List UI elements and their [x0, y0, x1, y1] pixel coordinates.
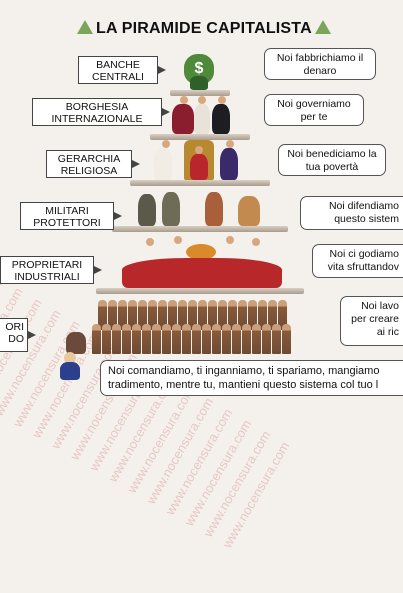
- tier-label-military: MILITARI PROTETTORI: [20, 202, 122, 230]
- bubble-text: Noi ci godiamo vita sfruttandov: [327, 248, 399, 273]
- bottom-speech-bubble: [100, 360, 403, 396]
- bottom-caption: Noi comandiamo, ti inganniamo, ti sparia…: [108, 364, 403, 392]
- tier-shelf: [112, 226, 288, 232]
- figure-head: [162, 140, 170, 148]
- figure-head: [64, 352, 76, 364]
- figure-head: [226, 236, 234, 244]
- tier-shelf: [130, 180, 270, 186]
- pope-figure: [190, 154, 208, 180]
- tier-label-text: GERARCHIA RELIGIOSA: [57, 153, 121, 177]
- tier-label-text: PROPRIETARI INDUSTRIALI: [11, 259, 83, 283]
- bubble-text: Noi lavo per creare ai ric: [351, 300, 399, 338]
- soldier-figure: [238, 196, 260, 226]
- figure-head: [226, 140, 234, 148]
- figure-head: [252, 238, 260, 246]
- uncle-sam-figure: [60, 362, 80, 380]
- speech-bubble-workers: Noi lavo per creare ai ric: [340, 296, 403, 346]
- speech-bubble-military: Noi difendiamo questo sistem: [300, 196, 403, 230]
- banquet-table: [122, 258, 282, 288]
- tier-label-bourgeoisie: BORGHESIA INTERNAZIONALE: [32, 98, 170, 126]
- feast-food: [186, 244, 216, 260]
- bubble-text: Noi governiamo per te: [277, 98, 351, 123]
- tier-label-text: MILITARI PROTETTORI: [33, 205, 101, 229]
- tier-shelf: [170, 90, 230, 96]
- figure-head: [195, 146, 203, 154]
- soldier-figure: [138, 194, 156, 226]
- royal-figure: [172, 104, 194, 134]
- speech-bubble-industrial: Noi ci godiamo vita sfruttandov: [312, 244, 403, 278]
- figure-head: [198, 96, 206, 104]
- speech-bubble-religious: Noi benediciamo la tua povertà: [278, 144, 386, 176]
- bottom-caption-text: Noi comandiamo, ti inganniamo, ti sparia…: [108, 365, 380, 391]
- speech-bubble-bourgeoisie: Noi governiamo per te: [264, 94, 364, 126]
- tier-label-central-banks: BANCHE CENTRALI: [78, 56, 166, 84]
- tier-label-religious: GERARCHIA RELIGIOSA: [46, 150, 140, 178]
- banker-figure: [190, 76, 208, 90]
- clergy-figure: [154, 148, 172, 180]
- bubble-text: Noi benediciamo la tua povertà: [287, 148, 377, 173]
- speech-bubble-central-banks: Noi fabbrichiamo il denaro: [264, 48, 376, 80]
- bubble-text: Noi difendiamo questo sistem: [328, 200, 399, 225]
- bishop-figure: [220, 148, 238, 180]
- tier-label-text: BANCHE CENTRALI: [92, 59, 144, 83]
- queen-figure: [194, 104, 210, 134]
- tier-label-text: ORI DO: [5, 321, 24, 345]
- triangle-icon: [314, 20, 331, 34]
- bubble-text: Noi fabbrichiamo il denaro: [276, 52, 364, 77]
- workers-crowd: [92, 324, 292, 359]
- title-text: LA PIRAMIDE CAPITALISTA: [96, 20, 312, 37]
- soldier-figure: [205, 192, 223, 226]
- tier-shelf: [96, 288, 304, 294]
- triangle-icon: [77, 20, 93, 34]
- figure-head: [146, 238, 154, 246]
- tier-label-workers: ORI DO: [0, 318, 36, 352]
- figure-head: [218, 96, 226, 104]
- figure-head: [174, 236, 182, 244]
- kneeling-figure: [66, 332, 86, 354]
- figure-head: [180, 96, 188, 104]
- suit-figure: [212, 104, 230, 134]
- workers-crowd: [98, 300, 288, 335]
- soldier-figure: [162, 192, 180, 226]
- tier-shelf: [150, 134, 250, 140]
- page-title: LA PIRAMIDE CAPITALISTA: [74, 20, 334, 38]
- tier-label-text: BORGHESIA INTERNAZIONALE: [51, 101, 143, 125]
- tier-label-industrial: PROPRIETARI INDUSTRIALI: [0, 256, 102, 284]
